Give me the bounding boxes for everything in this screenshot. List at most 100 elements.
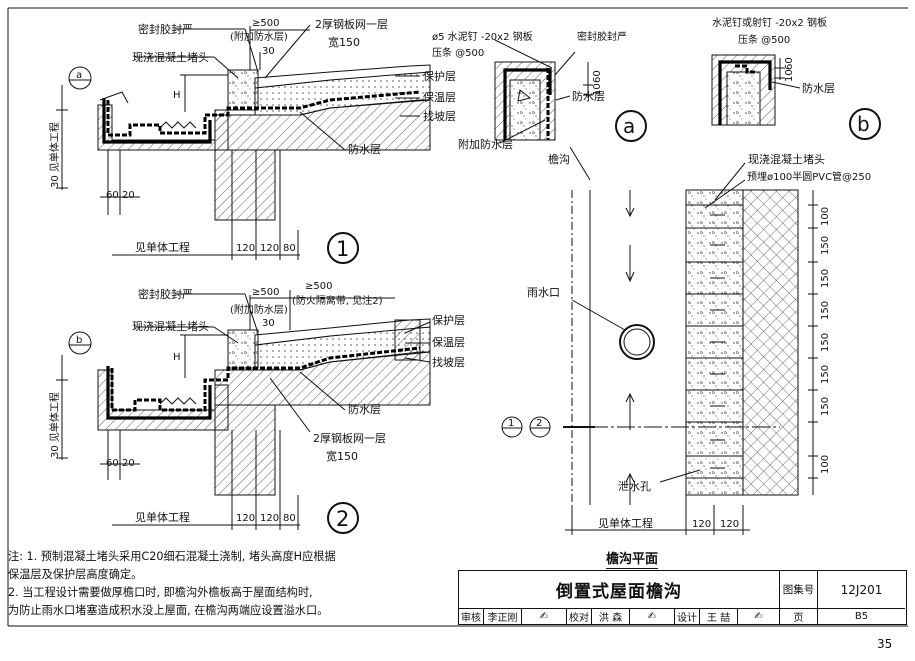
reviewer-signature: ✍ (522, 609, 567, 624)
detail-b-tag: b (857, 112, 870, 136)
checker: 洪 森 (592, 609, 630, 624)
note-line-4: 为防止雨水口堵塞造成积水没上屋面, 在檐沟两端应设置溢水口。 (8, 604, 329, 617)
da-pressbar: 压条 @500 (432, 46, 484, 59)
plan-title: 檐沟平面 (606, 548, 659, 569)
detail-a-tag: a (623, 114, 635, 138)
d1-protect: 保护层 (423, 69, 456, 83)
plan-ref-1: 1 (508, 418, 514, 429)
detail-a-circle (615, 110, 647, 142)
rain-outlet-inner (623, 328, 651, 356)
notes: 注: 1. 预制混凝土堵头采用C20细石混凝土浇制, 堵头高度H应根据 保温层及… (8, 548, 458, 620)
plan-dim-0: 100 (820, 207, 831, 226)
d2-steel: 2厚钢板网一层 (313, 431, 386, 445)
atlas-label: 图集号 (780, 571, 818, 609)
rain-outlet-outer (619, 324, 655, 360)
design-label: 设计 (675, 609, 700, 624)
note-line-1: 注: 1. 预制混凝土堵头采用C20细石混凝土浇制, 堵头高度H应根据 (8, 550, 336, 563)
d2-insulation: 保温层 (432, 335, 465, 349)
d2-d30: 30 (262, 318, 275, 329)
plan-dim-1: 150 (820, 236, 831, 255)
detail-number-2: 2 (336, 507, 349, 531)
d2-w150: 宽150 (326, 449, 358, 463)
d1-sealant: 密封胶封严 (138, 22, 193, 36)
fire-strip (394, 319, 421, 361)
designer: 王 喆 (700, 609, 738, 624)
d1-waterproof: 防水层 (348, 142, 381, 156)
drawing-title: 倒置式屋面檐沟 (459, 571, 780, 609)
checker-signature: ✍ (630, 609, 675, 624)
detail-a: ø5 水泥钉 -20x2 钢板 压条 @500 密封胶封严 60 10 防水层 … (432, 30, 647, 151)
da-d10: 10 (592, 83, 603, 96)
d2-h: H (173, 352, 181, 363)
plan-see-unit: 见单体工程 (598, 516, 653, 530)
plan-pvc: 预埋ø100半圆PVC管@250 (747, 170, 871, 183)
plan-ref-2: 2 (536, 418, 542, 429)
detail-number-circle-2 (327, 502, 359, 534)
d1-120a: 120 (236, 243, 255, 254)
reviewer: 李正刚 (484, 609, 522, 624)
db-nail: 水泥钉或射钉 -20x2 钢板 (712, 16, 827, 29)
d1-insulation: 保温层 (423, 90, 456, 104)
d1-steel: 2厚钢板网一层 (315, 17, 388, 31)
d2-see-unit: 30 见单体工程 (49, 392, 61, 458)
db-pressbar: 压条 @500 (738, 33, 790, 46)
d2-protect: 保护层 (432, 313, 465, 327)
d2-d60: 60 (106, 458, 119, 469)
atlas-no: 12J201 (818, 571, 905, 609)
db-d60: 60 (784, 57, 795, 70)
detail-number-1: 1 (336, 237, 349, 261)
plan-gutter: 檐沟 (548, 152, 570, 166)
designer-signature: ✍ (738, 609, 780, 624)
wall-strip (742, 189, 799, 496)
page-label: 页 (780, 609, 818, 624)
note-line-2: 保温层及保护层高度确定。 (8, 568, 143, 581)
plan-dim-7: 100 (820, 455, 831, 474)
plan-dim-3: 150 (820, 301, 831, 320)
da-d60: 60 (592, 70, 603, 83)
wall-hatch (214, 149, 276, 221)
d1-d30: 30 (262, 46, 275, 57)
d2-slope: 找坡层 (432, 355, 465, 369)
d1-cap: 现浇混凝土堵头 (132, 50, 209, 64)
db-waterproof: 防水层 (802, 81, 835, 95)
db-d10: 10 (784, 69, 795, 82)
d1-see-unit: 30 见单体工程 (49, 122, 61, 188)
plan-outlet: 雨水口 (527, 286, 560, 299)
d1-see-bottom: 见单体工程 (135, 240, 190, 254)
d1-d60: 60 (106, 190, 119, 201)
check-label: 校对 (567, 609, 592, 624)
concrete-cap (227, 69, 259, 111)
da-waterproof: 防水层 (572, 89, 605, 103)
detail-number-circle-1 (327, 232, 359, 264)
d1-slope: 找坡层 (423, 109, 456, 123)
detail-b-circle (849, 108, 881, 140)
detail-1: 密封胶封严 现浇混凝土堵头 ≥500 (附加防水层) 30 2厚钢板网一层 宽1… (49, 17, 456, 264)
d2-sealant: 密封胶封严 (138, 287, 193, 301)
page-number: 35 (877, 637, 893, 651)
d2-fire: (防火隔离带, 见注2) (292, 294, 383, 307)
d2-waterproof: 防水层 (348, 402, 381, 416)
plan-dim-4: 150 (820, 333, 831, 352)
plan-120b: 120 (720, 519, 739, 530)
plan-dim-5: 150 (820, 365, 831, 384)
plan-120a: 120 (692, 519, 711, 530)
d1-80: 80 (283, 243, 296, 254)
callout-a-circle (68, 66, 92, 90)
plan-cap: 现浇混凝土堵头 (748, 152, 825, 166)
detail-b: 水泥钉或射钉 -20x2 钢板 压条 @500 60 10 防水层 b (711, 16, 881, 140)
d2-min500a: ≥500 (252, 287, 279, 298)
d2-120b: 120 (260, 513, 279, 524)
d2-cap: 现浇混凝土堵头 (132, 319, 209, 333)
da-nail: ø5 水泥钉 -20x2 钢板 (432, 30, 533, 43)
plan-dim-2: 150 (820, 269, 831, 288)
d1-120b: 120 (260, 243, 279, 254)
da-sealant: 密封胶封严 (577, 30, 627, 43)
page-code: B5 (854, 611, 869, 622)
d2-extra: (附加防水层) (230, 303, 288, 316)
d1-w150: 宽150 (328, 35, 360, 49)
protect-layer (254, 64, 431, 89)
d2-min500b: ≥500 (305, 281, 332, 292)
note-line-3: 2. 当工程设计需要做厚檐口时, 即檐沟外檐板高于屋面结构时, (8, 586, 313, 599)
callout-a: a (76, 70, 82, 81)
